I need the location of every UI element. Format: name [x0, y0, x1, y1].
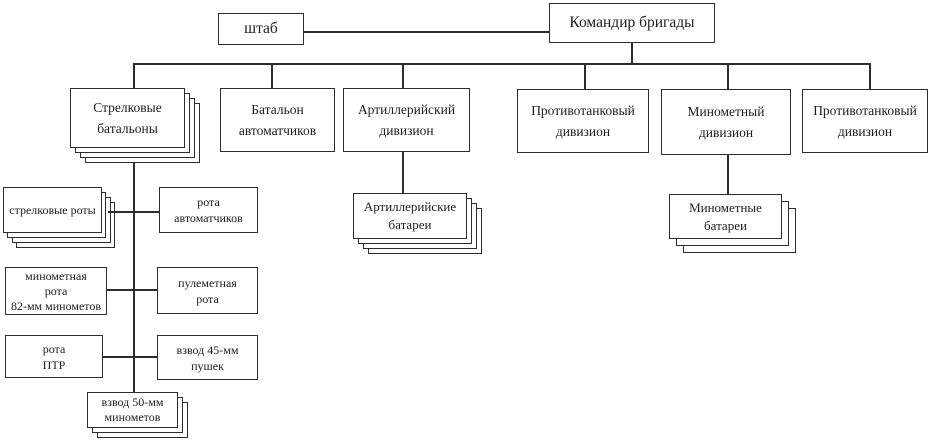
- org-node-label: стрелковые роты: [9, 203, 96, 217]
- org-node-at-division-1: Противотанковый дивизион: [517, 89, 649, 153]
- org-node-label: взвод 45-мм пушек: [176, 342, 239, 373]
- org-node-gun-platoon: взвод 45-мм пушек: [157, 335, 258, 380]
- org-node-at-division-2: Противотанковый дивизион: [802, 89, 928, 153]
- org-node-label: штаб: [244, 20, 278, 37]
- edge-drop-at-division-1: [584, 63, 586, 89]
- edge-mortar-batteries-drop: [727, 154, 729, 194]
- org-node-label: Артиллерийский дивизион: [357, 102, 456, 138]
- edge-bus-horizontal: [133, 63, 871, 65]
- org-node-label: Стрелковые батальоны: [93, 100, 162, 136]
- edge-drop-artillery-division: [402, 63, 404, 88]
- org-node-mortar-platoon: взвод 50-мм минометов: [87, 392, 188, 438]
- org-node-label: взвод 50-мм минометов: [101, 395, 164, 424]
- edge-drop-mortar-division: [727, 63, 729, 89]
- org-node-commander: Командир бригады: [549, 3, 715, 43]
- org-node-mortar-company: минометная рота 82-мм минометов: [5, 267, 107, 315]
- org-node-label: Артиллерийские батареи: [363, 199, 457, 232]
- edge-shtab-commander: [303, 31, 549, 33]
- org-node-ptr-company: рота ПТР: [5, 335, 103, 378]
- org-node-mortar-batteries: Минометные батареи: [669, 194, 796, 253]
- edge-drop-rifle-battalions: [133, 63, 135, 88]
- edge-row-companies-3: [102, 356, 158, 358]
- org-node-label: Батальон автоматчиков: [238, 102, 317, 138]
- org-node-label: Минометный дивизион: [687, 104, 765, 140]
- org-node-label: Минометные батареи: [689, 199, 762, 233]
- org-node-rifle-battalions: Стрелковые батальоны: [70, 88, 200, 163]
- edge-rifle-subtree-spine: [133, 162, 135, 392]
- org-node-mortar-division: Минометный дивизион: [661, 89, 791, 155]
- org-node-label: рота ПТР: [42, 341, 66, 372]
- edge-drop-smg-battalion: [271, 63, 273, 88]
- org-node-smg-battalion: Батальон автоматчиков: [220, 88, 335, 152]
- org-node-label: минометная рота 82-мм минометов: [10, 268, 102, 313]
- org-node-artillery-batteries: Артиллерийские батареи: [353, 193, 482, 254]
- org-node-label: Командир бригады: [569, 14, 695, 31]
- org-node-rifle-companies: стрелковые роты: [3, 187, 115, 248]
- edge-drop-at-division-2: [869, 63, 871, 89]
- org-node-label: Противотанковый дивизион: [531, 103, 635, 139]
- edge-row-companies-1: [108, 211, 160, 213]
- org-node-label: рота автоматчиков: [174, 195, 243, 225]
- org-node-shtab: штаб: [218, 13, 304, 45]
- org-node-label: пулеметная рота: [178, 275, 237, 306]
- org-node-smg-company: рота автоматчиков: [159, 187, 258, 233]
- edge-row-companies-2: [106, 289, 158, 291]
- edge-artillery-batteries-drop: [402, 151, 404, 193]
- edge-commander-drop: [631, 43, 633, 64]
- org-node-artillery-division: Артиллерийский дивизион: [343, 88, 470, 152]
- org-node-label: Противотанковый дивизион: [813, 103, 917, 139]
- org-node-mg-company: пулеметная рота: [157, 267, 258, 314]
